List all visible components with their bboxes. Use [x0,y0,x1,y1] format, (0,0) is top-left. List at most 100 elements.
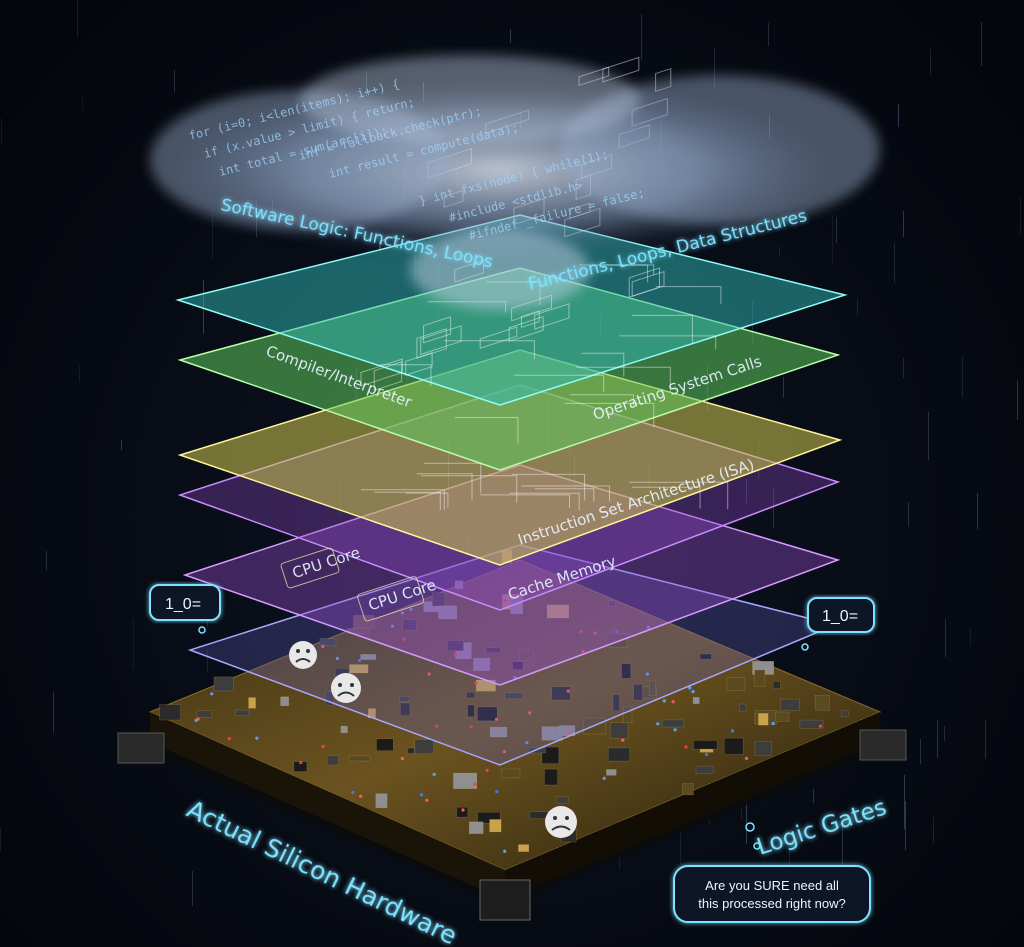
rain-streak [46,551,47,571]
rain-streak [0,828,1,851]
bubble-right-bits: 1_0= [801,597,875,651]
chip-component [489,726,508,738]
bubble-left-bits: 1_0= [149,584,221,634]
rain-streak [903,211,904,237]
led-light [705,753,709,757]
led-light [593,631,597,635]
rain-streak [945,619,946,657]
chip-component [621,663,632,679]
question-line-2: this processed right now? [698,896,845,911]
chip-component [360,654,376,660]
circuit-trace [534,488,595,502]
led-light [357,658,362,663]
chip-component [402,619,417,631]
board-connector-left [117,732,165,764]
circuit-block [423,316,452,344]
led-light [525,741,529,745]
chip-component [456,806,469,818]
circuit-trace [619,335,717,350]
chip-component [546,604,570,619]
rain-streak [746,479,747,503]
rain-streak [981,22,982,66]
led-light [615,629,619,633]
chip-component [519,649,534,661]
rain-streak [904,775,905,829]
rain-streak [832,215,833,265]
chip-component [466,691,475,699]
chip-component [662,719,685,728]
circuit-block [416,328,447,359]
chip-component [348,755,371,762]
led-light [453,653,457,657]
rain-streak [944,726,945,741]
led-light [646,625,651,630]
circuit-trace [374,491,441,510]
led-light [400,756,404,761]
circuit-block [520,310,540,329]
led-light [432,772,436,776]
led-light [503,849,507,853]
led-light [435,724,439,728]
distressed-face-icons [289,641,577,838]
circuit-block [628,267,661,298]
chip-component [468,821,484,834]
led-light [566,689,570,693]
chip-component [754,740,773,757]
chip-component [758,713,769,726]
rain-streak [192,871,193,906]
circuit-trace [420,475,518,503]
led-light [567,731,572,735]
led-light [513,675,517,680]
chip-component [775,711,790,722]
board-connector-right [859,729,907,761]
chip-component [407,747,415,754]
led-light [321,744,325,749]
rain-streak [1020,198,1021,236]
chip-component [754,669,766,687]
circuit-block [479,326,518,349]
led-light [409,607,413,612]
led-light [469,725,473,729]
chip-component [467,704,475,718]
chip-component [608,600,616,607]
circuit-trace [569,394,634,406]
chip-component [556,796,569,804]
led-light [255,736,259,740]
chip-component [325,691,335,706]
chip-component [340,725,348,734]
circuit-trace [579,264,649,283]
angry-face-icon [331,673,361,703]
chip-component [235,709,250,716]
circuit-trace [423,462,482,493]
rain-streak [857,299,858,315]
cpu-core-box-2 [357,576,425,622]
led-light [771,721,775,726]
led-light [427,672,431,676]
chip-component [454,580,464,589]
rain-streak [121,440,122,450]
rain-streak [79,366,80,382]
chip-component [692,697,700,704]
circuit-trace [444,340,535,359]
chip-component [375,793,388,809]
circuit-block [534,303,570,330]
circuit-block [508,316,544,342]
bubble-question: Are you SURE need all this processed rig… [673,822,871,923]
circuit-trace [576,366,671,393]
chip-component [606,769,617,776]
rain-streak [977,493,978,529]
chip-component [280,696,289,707]
rain-streak [779,247,780,257]
bubble-right-text: 1_0= [822,608,858,625]
chip-component [447,640,464,652]
rain-streak [985,720,986,759]
layer-stack [175,56,848,766]
rain-streak [842,823,843,873]
circuit-trace [521,485,610,502]
chip-component [485,647,501,653]
led-light [818,724,823,728]
led-light [730,729,735,733]
chip-component [551,686,571,701]
chip-component [723,737,744,755]
